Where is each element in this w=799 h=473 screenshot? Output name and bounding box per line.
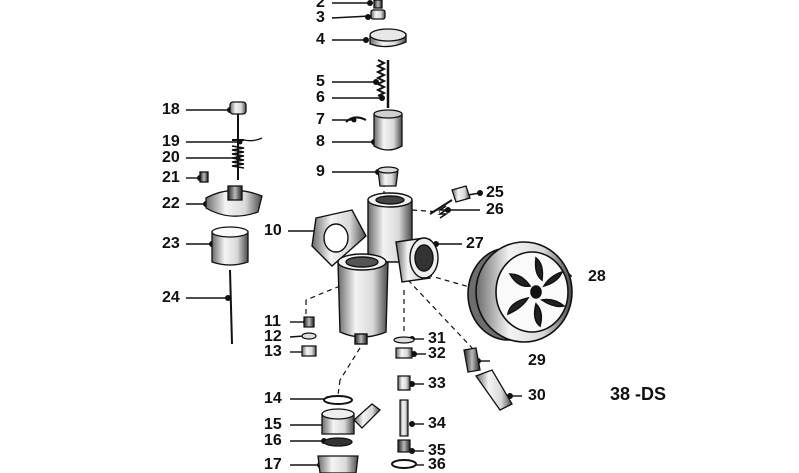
callout-2: 2 xyxy=(316,0,325,11)
diagram-code-label: 38 -DS xyxy=(610,384,667,404)
callout-36: 36 xyxy=(428,456,446,473)
callout-23: 23 xyxy=(162,235,180,252)
callout-34: 34 xyxy=(428,415,446,432)
callout-24: 24 xyxy=(162,289,180,306)
callout-9: 9 xyxy=(316,163,325,180)
callout-33: 33 xyxy=(428,375,446,392)
callout-19: 19 xyxy=(162,133,180,150)
callout-18: 18 xyxy=(162,101,180,118)
callout-15: 15 xyxy=(264,416,282,433)
callout-17: 17 xyxy=(264,456,282,473)
callout-13: 13 xyxy=(264,343,282,360)
callout-25: 25 xyxy=(486,184,504,201)
callout-27: 27 xyxy=(466,235,484,252)
callout-16: 16 xyxy=(264,432,282,449)
callout-3: 3 xyxy=(316,9,325,26)
callout-6: 6 xyxy=(316,89,325,106)
callout-12: 12 xyxy=(264,328,282,345)
callout-29: 29 xyxy=(528,352,546,369)
callout-31: 31 xyxy=(428,330,446,347)
callout-7: 7 xyxy=(316,111,325,128)
callout-32: 32 xyxy=(428,345,446,362)
callout-8: 8 xyxy=(316,133,325,150)
callout-30: 30 xyxy=(528,387,546,404)
callout-22: 22 xyxy=(162,195,180,212)
callout-20: 20 xyxy=(162,149,180,166)
callout-35: 35 xyxy=(428,442,446,459)
callout-11: 11 xyxy=(264,313,281,330)
callout-26: 26 xyxy=(486,201,504,218)
callout-4: 4 xyxy=(316,31,325,48)
callout-14: 14 xyxy=(264,390,282,407)
callout-10: 10 xyxy=(264,222,282,239)
callout-28: 28 xyxy=(588,268,606,285)
callout-5: 5 xyxy=(316,73,325,90)
callout-21: 21 xyxy=(162,169,180,186)
